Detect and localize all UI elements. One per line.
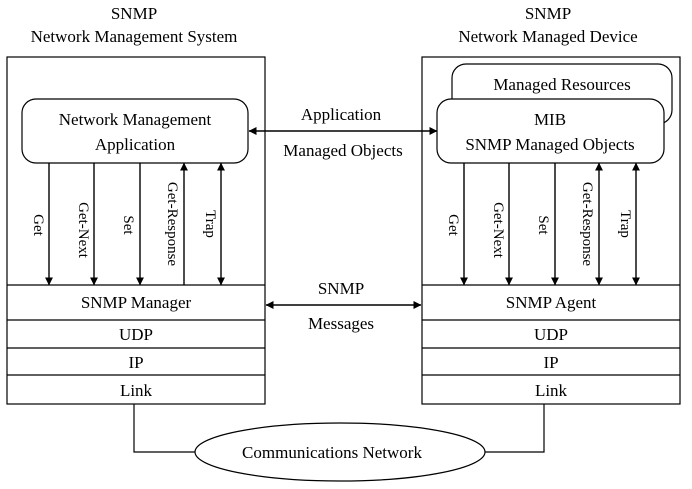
left-udp-layer: UDP xyxy=(119,325,153,344)
right-ip-layer: IP xyxy=(543,353,558,372)
right-heading-line1: SNMP xyxy=(525,4,571,23)
right-trap-label: Trap xyxy=(617,210,633,238)
left-ip-layer: IP xyxy=(128,353,143,372)
left-set-label: Set xyxy=(120,215,136,235)
right-get-response-label: Get-Response xyxy=(579,182,595,266)
snmp-messages-label-line1: SNMP xyxy=(318,279,364,298)
left-network-connector xyxy=(133,404,196,453)
network-management-application-box xyxy=(21,98,249,164)
right-set-label: Set xyxy=(535,215,551,235)
right-get-label: Get xyxy=(445,214,461,236)
communications-network-label: Communications Network xyxy=(242,443,422,462)
app-box-line1: Network Management xyxy=(59,110,212,129)
mib-label-line1: MIB xyxy=(534,110,566,129)
snmp-agent-layer: SNMP Agent xyxy=(506,293,597,312)
right-network-connector xyxy=(484,404,545,453)
left-heading-line2: Network Management System xyxy=(31,27,238,46)
right-link-layer: Link xyxy=(535,381,568,400)
left-get-next-label: Get-Next xyxy=(75,202,91,259)
communications-network-ellipse xyxy=(194,422,486,482)
snmp-messages-label-line2: Messages xyxy=(308,314,374,333)
snmp-manager-layer: SNMP Manager xyxy=(81,293,192,312)
right-udp-layer: UDP xyxy=(534,325,568,344)
mib-label-line2: SNMP Managed Objects xyxy=(465,135,634,154)
left-get-label: Get xyxy=(30,214,46,236)
right-get-next-label: Get-Next xyxy=(490,202,506,259)
left-trap-label: Trap xyxy=(202,210,218,238)
app-box-line2: Application xyxy=(95,135,176,154)
left-link-layer: Link xyxy=(120,381,153,400)
left-get-response-label: Get-Response xyxy=(164,182,180,266)
left-heading-line1: SNMP xyxy=(111,4,157,23)
managed-resources-label: Managed Resources xyxy=(493,75,630,94)
application-link-label-line2: Managed Objects xyxy=(283,141,402,160)
right-heading-line2: Network Managed Device xyxy=(458,27,637,46)
application-link-label-line1: Application xyxy=(301,105,382,124)
